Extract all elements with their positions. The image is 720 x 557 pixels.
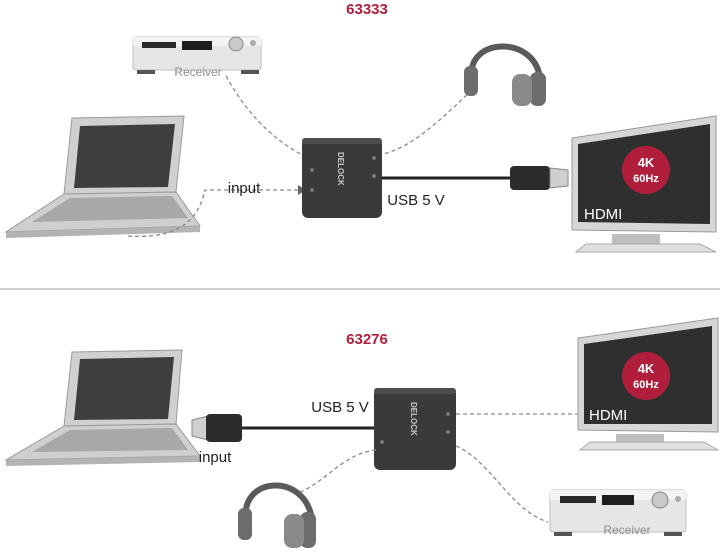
headphones-icon — [238, 482, 316, 548]
headphones-icon — [464, 43, 546, 106]
bottom-input-label: input — [199, 449, 232, 466]
bottom-tv-badge-line2: 60Hz — [633, 379, 659, 391]
receiver-icon — [549, 489, 687, 536]
top-device-brand: DELOCK — [336, 152, 345, 186]
top-model-number: 63333 — [346, 1, 388, 18]
top-tv-badge — [622, 146, 670, 194]
bottom-tv-label: HDMI — [589, 407, 627, 424]
hdmi-plug-icon — [510, 166, 569, 190]
bottom-model-number: 63276 — [346, 331, 388, 348]
top-dashed-receiver-line — [225, 75, 313, 161]
top-tv-label: HDMI — [584, 206, 622, 223]
top-input-label: input — [228, 180, 261, 197]
bottom-tv-badge-line1: 4K — [638, 361, 655, 376]
top-dashed-input-line — [127, 189, 298, 237]
top-power-label: USB 5 V — [387, 192, 445, 209]
bottom-receiver-label: Receiver — [603, 523, 650, 537]
bottom-power-label: USB 5 V — [311, 399, 369, 416]
laptop-icon — [4, 349, 201, 466]
bottom-device-brand: DELOCK — [409, 402, 418, 436]
bottom-dashed-headphone-line — [295, 449, 377, 495]
receiver-icon — [132, 36, 262, 74]
top-receiver-label: Receiver — [174, 65, 221, 79]
top-tv-badge-line2: 60Hz — [633, 173, 659, 185]
delock-device-icon — [302, 138, 382, 218]
top-dashed-headphone-line — [377, 91, 471, 156]
laptop-icon — [4, 115, 201, 238]
bottom-tv-badge — [622, 352, 670, 400]
top-tv-badge-line1: 4K — [638, 155, 655, 170]
hdmi-plug-icon — [191, 414, 242, 442]
bottom-dashed-receiver-line — [455, 445, 549, 523]
delock-device-icon — [374, 388, 456, 470]
